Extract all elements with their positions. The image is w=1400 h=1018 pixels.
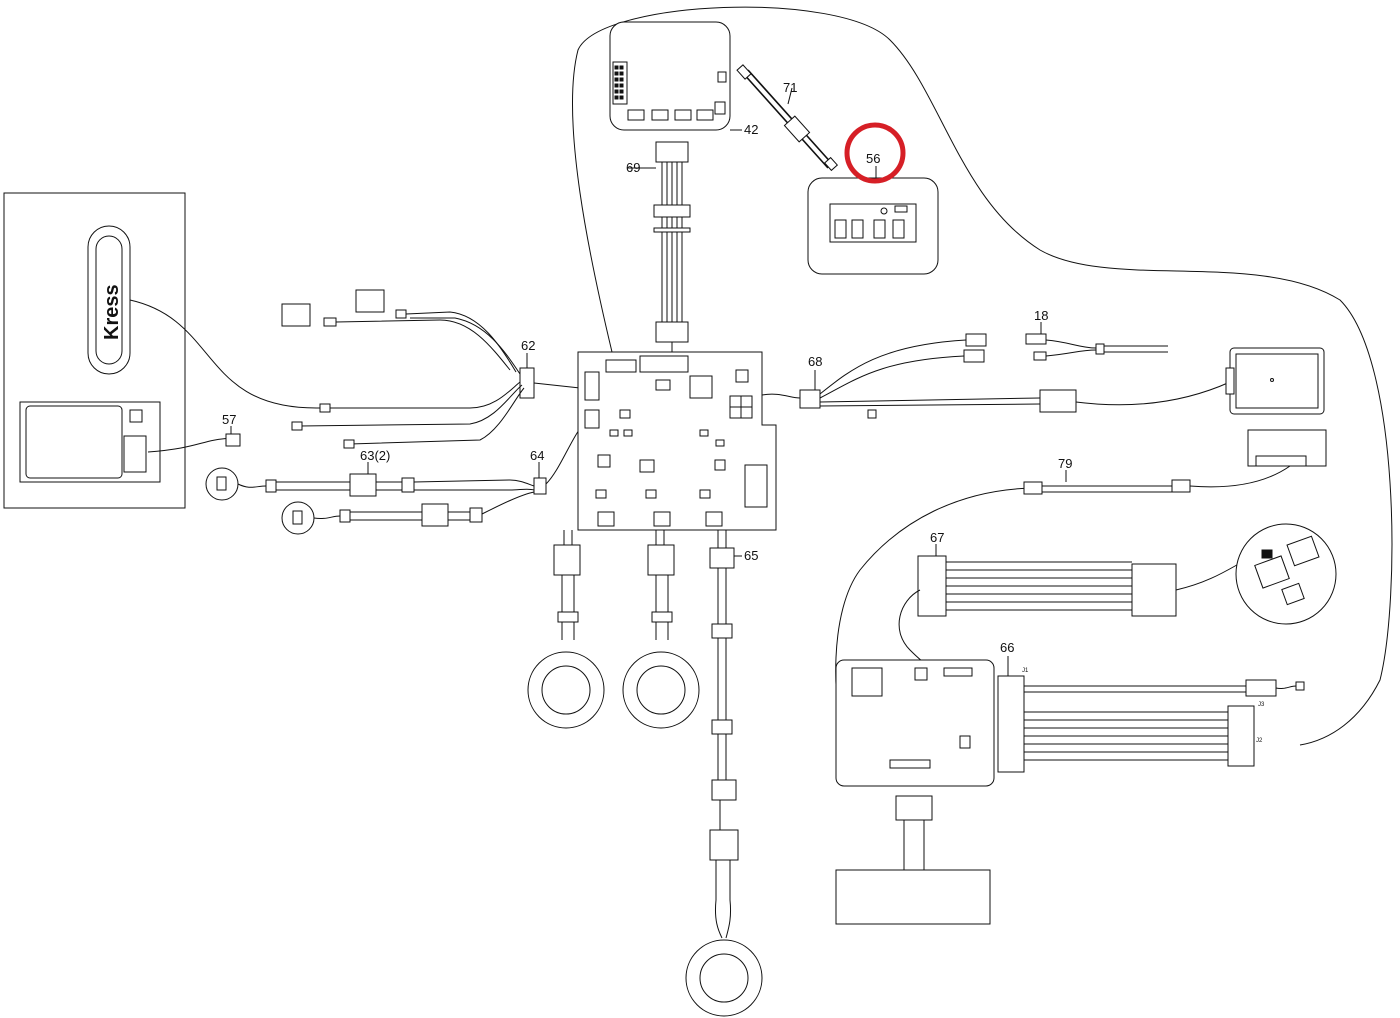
callout-71: 71 xyxy=(783,80,797,95)
main-control-board xyxy=(577,351,777,531)
right-module xyxy=(1225,347,1325,415)
harness-69 xyxy=(628,141,691,352)
callout-69: 69 xyxy=(626,160,640,175)
ribbon-cable-71 xyxy=(736,64,839,172)
callout-63: 63(2) xyxy=(360,448,390,463)
callout-67: 67 xyxy=(930,530,944,545)
callout-68: 68 xyxy=(808,354,822,369)
connector-label-j1: J1 xyxy=(1022,668,1029,674)
callout-65: 65 xyxy=(744,548,758,563)
callout-18: 18 xyxy=(1034,308,1048,323)
bottom-right-board xyxy=(835,659,995,925)
right-module-2 xyxy=(1247,429,1327,467)
harness-66 xyxy=(997,656,1305,773)
callout-42: 42 xyxy=(744,122,758,137)
connector-57 xyxy=(225,426,241,447)
harness-68 xyxy=(761,333,1231,419)
wire-panel-to-57 xyxy=(147,437,233,453)
brand-logo: Kress xyxy=(101,284,123,340)
left-control-panel: Kress xyxy=(3,192,186,509)
sensor-wire-18 xyxy=(1025,322,1168,361)
callout-56: 56 xyxy=(866,151,880,166)
callout-79: 79 xyxy=(1058,456,1072,471)
wire-brand-to-main xyxy=(129,299,321,409)
sensor-left-1 xyxy=(527,530,605,729)
highlight-circle xyxy=(844,122,906,184)
callout-64: 64 xyxy=(530,448,544,463)
display-panel-56 xyxy=(807,166,939,275)
callout-66: 66 xyxy=(1000,640,1014,655)
callout-62: 62 xyxy=(521,338,535,353)
harness-65 xyxy=(685,530,763,1017)
harness-62 xyxy=(281,289,581,449)
harness-67 xyxy=(898,544,1257,671)
callout-57: 57 xyxy=(222,412,236,427)
sensor-left-2 xyxy=(622,530,700,729)
connector-label-j2: J2 xyxy=(1256,738,1263,744)
connector-label-j3: J3 xyxy=(1258,702,1265,708)
harness-63-64 xyxy=(205,419,587,535)
cable-loop-outline xyxy=(571,6,1393,746)
round-sensor-right xyxy=(1235,523,1337,625)
display-board-42 xyxy=(609,21,742,131)
